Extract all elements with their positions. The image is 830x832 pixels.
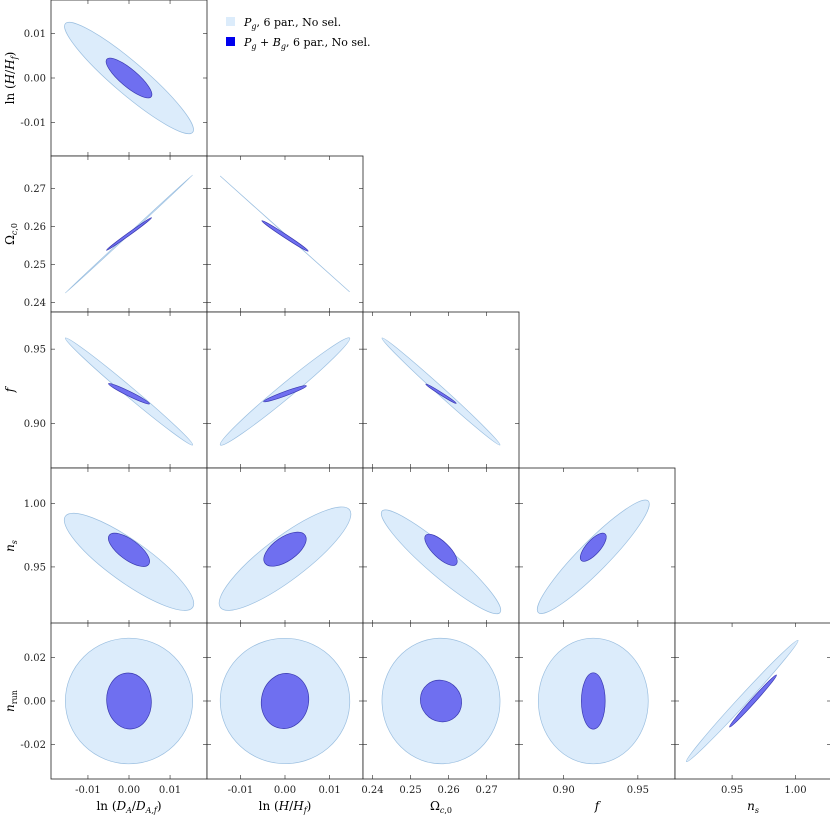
x-axis-label-lnH: ln (H/Hf)	[259, 799, 312, 815]
x-tick-label: -0.01	[228, 785, 254, 796]
y-axis-label-nrun: nrun	[3, 690, 19, 712]
panel-lnDA-nrun	[50, 622, 208, 780]
panel-lnH-f	[206, 311, 364, 469]
panel-lnDA-f	[50, 311, 208, 469]
panel-ns-nrun	[674, 622, 830, 780]
panel-lnDA-lnH	[50, 0, 208, 157]
y-axis-label-lnH: ln (H/Hf)	[3, 52, 19, 105]
y-axis-label-f: f	[3, 385, 17, 393]
y-tick-label: 0.02	[24, 653, 46, 664]
contour-inner	[106, 672, 152, 730]
x-axis-label-omc: Ωc,0	[430, 799, 452, 815]
contour-inner	[581, 672, 606, 730]
x-tick-label: 0.00	[118, 785, 140, 796]
x-tick-label: 0.90	[552, 785, 574, 796]
contour-inner	[260, 673, 310, 729]
y-tick-label: 0.00	[24, 74, 46, 85]
panel-lnDA-omc	[50, 155, 208, 313]
panel-f-nrun	[518, 622, 676, 780]
contour-inner	[106, 217, 152, 251]
x-tick-label: 0.00	[274, 785, 296, 796]
contour-inner	[105, 57, 153, 99]
legend-swatch-outer	[226, 17, 235, 26]
x-tick-label: 0.25	[399, 785, 421, 796]
panel-lnH-omc	[206, 155, 364, 313]
panel-lnH-nrun	[206, 622, 364, 780]
y-tick-label: 0.26	[24, 222, 46, 233]
x-tick-label: 0.27	[476, 785, 498, 796]
panel-omc-nrun	[362, 622, 520, 780]
y-axis-label-ns: ns	[3, 540, 19, 552]
panels-layer	[50, 0, 830, 780]
x-tick-label: 1.00	[784, 785, 806, 796]
panel-lnH-ns	[206, 467, 364, 625]
y-tick-label: -0.02	[20, 740, 46, 751]
y-tick-label: 0.95	[24, 345, 46, 356]
y-tick-label: 1.00	[24, 499, 46, 510]
x-tick-label: 0.24	[361, 785, 383, 796]
y-tick-label: 0.90	[24, 419, 46, 430]
panel-omc-ns	[362, 467, 520, 625]
y-tick-label: 0.25	[24, 260, 46, 271]
x-axis-label-f: f	[594, 799, 602, 813]
x-tick-label: 0.95	[721, 785, 743, 796]
panel-f-ns	[518, 467, 676, 625]
y-tick-label: 0.24	[24, 298, 46, 309]
y-tick-label: 0.00	[24, 697, 46, 708]
contour-inner	[729, 674, 777, 728]
x-tick-label: 0.01	[318, 785, 340, 796]
legend-label-inner: Pg + Bg, 6 par., No sel.	[243, 36, 371, 51]
contour-inner	[108, 532, 150, 567]
panel-lnDA-ns	[50, 467, 208, 625]
x-axis-label-ns: ns	[747, 799, 759, 815]
contour-inner	[420, 679, 462, 723]
contour-outer	[685, 639, 799, 763]
contour-inner	[261, 220, 309, 252]
y-tick-label: 0.27	[24, 184, 46, 195]
contour-outer	[381, 337, 501, 446]
x-tick-label: 0.95	[627, 785, 649, 796]
x-axis-label-lnDA: ln (DA/DA,f)	[96, 799, 161, 815]
panel-omc-f	[362, 311, 520, 469]
y-axis-label-omc: Ωc,0	[3, 223, 19, 245]
legend-swatch-inner	[226, 37, 235, 46]
contour-inner	[108, 383, 150, 405]
legend-label-outer: Pg, 6 par., No sel.	[243, 16, 341, 31]
contour-inner	[263, 385, 307, 403]
x-tick-label: -0.01	[75, 785, 101, 796]
legend: Pg, 6 par., No sel. Pg + Bg, 6 par., No …	[226, 16, 371, 51]
contour-inner	[424, 533, 458, 566]
contour-inner	[263, 531, 307, 567]
contour-inner	[579, 532, 607, 562]
y-tick-label: -0.01	[20, 118, 46, 129]
x-tick-label: 0.01	[159, 785, 181, 796]
y-tick-label: 0.01	[24, 29, 46, 40]
x-tick-label: 0.26	[437, 785, 459, 796]
y-tick-label: 0.95	[24, 562, 46, 573]
contour-inner	[425, 383, 457, 404]
